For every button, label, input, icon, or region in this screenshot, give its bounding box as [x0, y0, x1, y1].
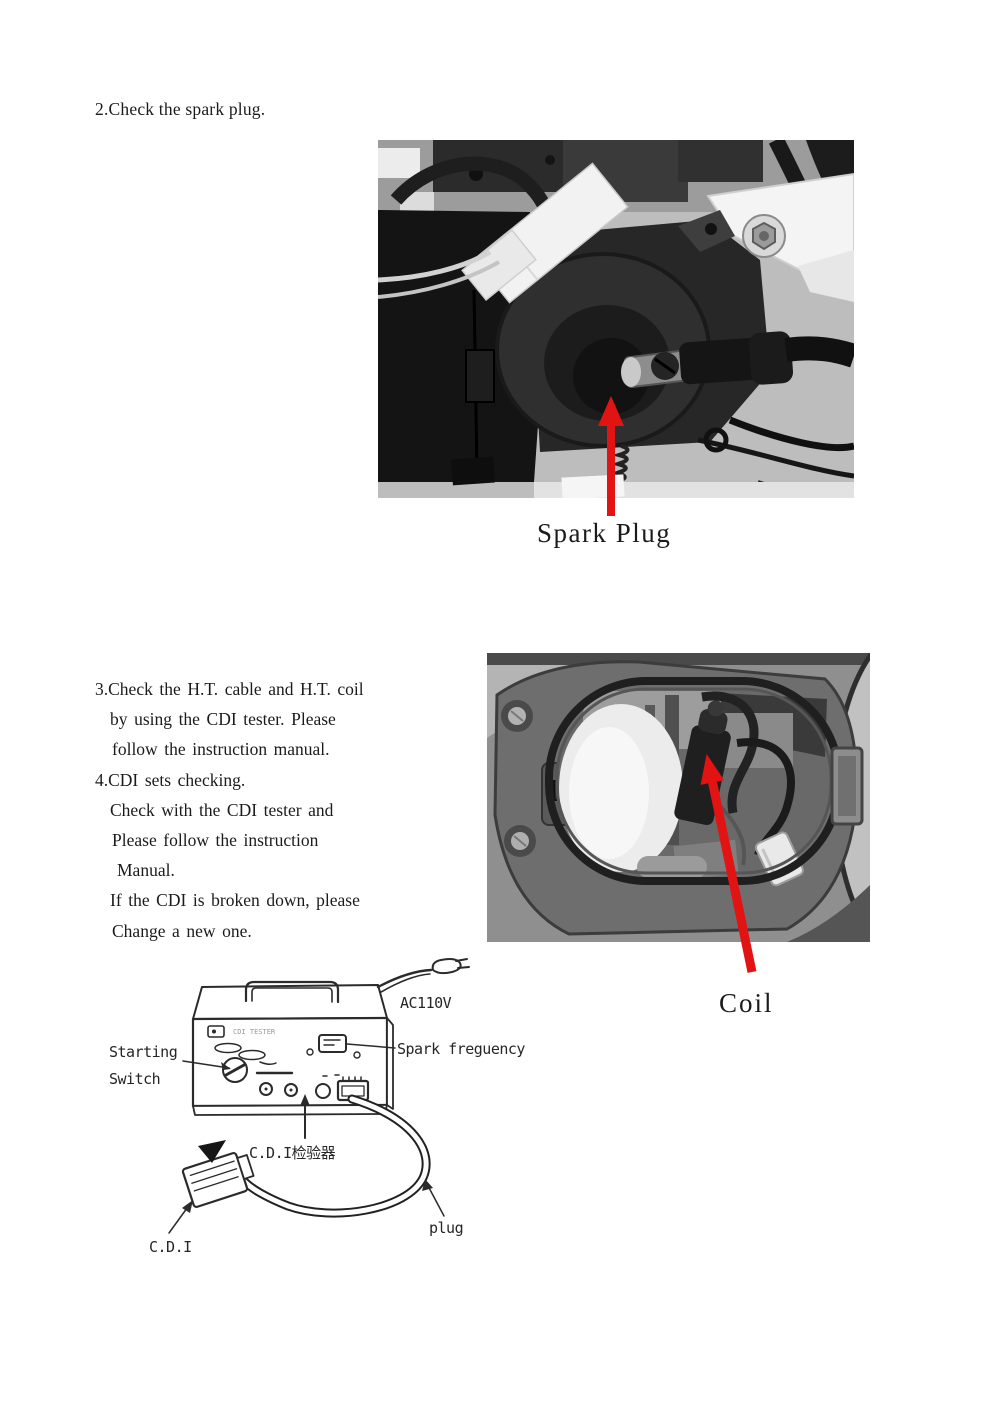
spark-plug-photo — [378, 140, 854, 498]
instruction-line: Please follow the instruction — [112, 830, 319, 851]
ac110v-label: AC110V — [400, 994, 452, 1012]
instruction-line: by using the CDI tester. Please — [110, 709, 336, 730]
hex-bolt — [742, 214, 786, 258]
starting-switch-label-line1: Starting — [109, 1043, 177, 1061]
starting-switch-label-line2: Switch — [109, 1070, 160, 1088]
spark-plug-label: Spark Plug — [537, 518, 672, 548]
instruction-line: Manual. — [117, 860, 175, 881]
cdi-tester-label: C.D.I检验器 — [249, 1144, 336, 1162]
instruction-line: If the CDI is broken down, please — [110, 890, 360, 911]
coil-label: Coil — [719, 988, 774, 1018]
instruction-line: Check with the CDI tester and — [110, 799, 334, 820]
instruction-line: 3.Check the H.T. cable and H.T. coil — [95, 679, 364, 699]
panel-text: CDI TESTER — [233, 1028, 276, 1036]
spark-plug — [621, 331, 854, 389]
instruction-line: follow the instruction manual. — [112, 739, 330, 760]
instruction-line: 4.CDI sets checking. — [95, 769, 246, 790]
step2-text: 2.Check the spark plug. — [95, 99, 266, 119]
instruction-text: 3.Check the H.T. cable and H.T. coil by … — [95, 674, 415, 946]
plug-label: plug — [429, 1219, 463, 1237]
spark-frequency-label: Spark freguency — [397, 1040, 525, 1058]
cdi-tester-diagram: AC110V Starting Switch Spark freguency C… — [109, 958, 526, 1256]
spark-plug-arrow-icon — [598, 396, 624, 516]
coil-photo — [487, 653, 870, 942]
instruction-line: Change a new one. — [112, 920, 252, 941]
cdi-label: C.D.I — [149, 1238, 192, 1256]
coil-arrow-icon — [700, 754, 757, 973]
